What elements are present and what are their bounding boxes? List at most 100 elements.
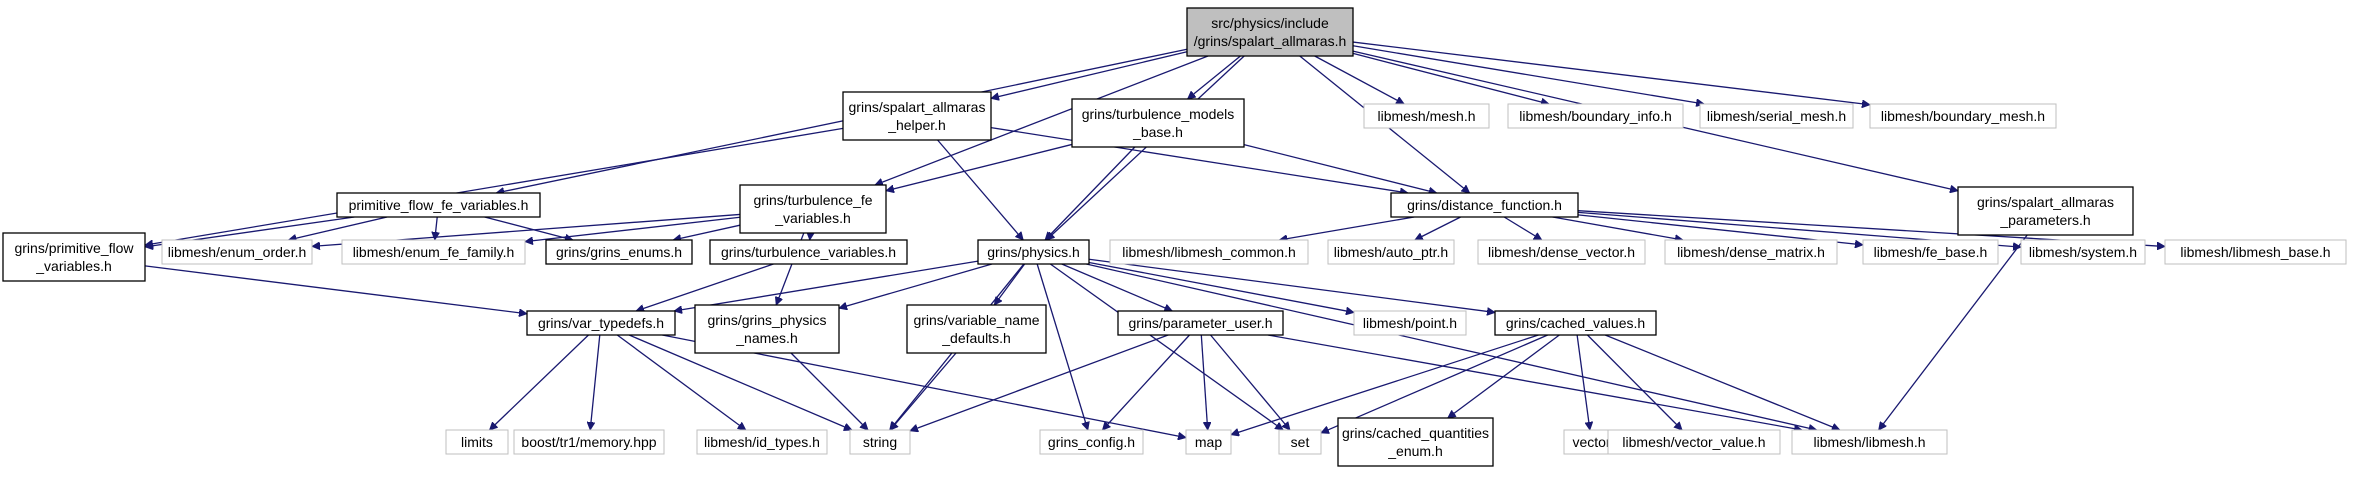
edge-physics-to-var_typedefs	[674, 260, 979, 311]
node-label-line: libmesh/libmesh.h	[1813, 434, 1925, 450]
node-label-line: libmesh/system.h	[2029, 244, 2137, 260]
edge-turb_fe-to-grins_enums	[673, 224, 741, 240]
edge-cached_values-to-cached_quantities	[1448, 334, 1560, 418]
node-label-line: grins/distance_function.h	[1407, 197, 1562, 213]
node-box	[1071, 98, 1245, 148]
node-label-line: libmesh/dense_matrix.h	[1677, 244, 1825, 260]
node-label-line: libmesh/enum_fe_family.h	[353, 244, 515, 260]
edge-sa_helper-to-distance_function	[990, 126, 1408, 193]
node-label-line: _enum.h	[1387, 443, 1442, 459]
node-label-line: libmesh/libmesh_common.h	[1122, 244, 1296, 260]
node-label-line: grins/variable_name	[913, 312, 1039, 328]
node-label-line: grins/grins_enums.h	[556, 244, 682, 260]
node-box	[977, 239, 1090, 265]
node-libmesh-libmesh-h: libmesh/libmesh.h	[1791, 429, 1948, 455]
node-grins-turbulence-variables-h[interactable]: grins/turbulence_variables.h	[709, 239, 908, 265]
edge-physics-to-var_name_defaults	[994, 263, 1026, 305]
edge-parameter_user-to-string	[910, 334, 1169, 431]
node-label-line: string	[863, 434, 897, 450]
node-box	[1664, 239, 1838, 265]
node-grins-parameter-user-h[interactable]: grins/parameter_user.h	[1117, 310, 1284, 336]
node-grins-turbulence-models-base-h[interactable]: grins/turbulence_models_base.h	[1071, 98, 1245, 148]
node-box	[2020, 239, 2146, 265]
node-label-line: boost/tr1/memory.hpp	[521, 434, 656, 450]
node-label-line: grins/var_typedefs.h	[538, 315, 664, 331]
node-label-line: _variables.h	[774, 210, 851, 226]
node-box	[1507, 103, 1684, 129]
edge-root-to-serial_mesh	[1352, 45, 1704, 104]
edge-physics_names-to-string	[790, 352, 868, 430]
edge-distance_function-to-dense_vector	[1503, 216, 1542, 241]
node-box	[161, 239, 313, 265]
node-grins-cached-quantities-enum-h[interactable]: grins/cached_quantities_enum.h	[1337, 417, 1494, 467]
edge-prim_flow_fe-to-enum_fe_family	[435, 216, 437, 240]
node-grins-distance-function-h[interactable]: grins/distance_function.h	[1390, 192, 1579, 218]
node-label-line: libmesh/libmesh_base.h	[2180, 244, 2330, 260]
node-grins-var-typedefs-h[interactable]: grins/var_typedefs.h	[526, 310, 676, 336]
node-grins-spalart-allmaras-parameters-h[interactable]: grins/spalart_allmaras_parameters.h	[1957, 186, 2134, 236]
node-libmesh-fe-base-h: libmesh/fe_base.h	[1862, 239, 1999, 265]
node-label-line: grins/spalart_allmaras	[1977, 194, 2114, 210]
node-label-line: grins/cached_values.h	[1506, 315, 1645, 331]
node-libmesh-point-h: libmesh/point.h	[1353, 310, 1467, 336]
node-label-line: libmesh/enum_order.h	[168, 244, 307, 260]
node-label-line: vector	[1572, 434, 1610, 450]
node-grins-physics-h[interactable]: grins/physics.h	[977, 239, 1090, 265]
node-box	[849, 429, 911, 455]
node-label-line: libmesh/dense_vector.h	[1488, 244, 1635, 260]
edge-prim_flow_fe-to-enum_order	[288, 216, 388, 240]
node-label-line: limits	[461, 434, 493, 450]
edge-sa_helper-to-physics	[937, 139, 1024, 240]
node-label-line: libmesh/fe_base.h	[1874, 244, 1988, 260]
node-boost-tr1-memory-hpp: boost/tr1/memory.hpp	[513, 429, 665, 455]
edge-turb_vars-to-var_typedefs	[636, 263, 774, 311]
node-label-line: grins/turbulence_fe	[753, 192, 872, 208]
edge-root-to-turb_models_base	[1188, 55, 1241, 99]
node-libmesh-mesh-h: libmesh/mesh.h	[1363, 103, 1490, 129]
node-grins-grins-enums-h[interactable]: grins/grins_enums.h	[545, 239, 693, 265]
node-box	[1494, 310, 1657, 336]
node-label-line: libmesh/point.h	[1363, 315, 1457, 331]
node-box	[709, 239, 908, 265]
edge-parameter_user-to-set	[1210, 334, 1290, 430]
node-box	[1039, 429, 1144, 455]
edge-var_typedefs-to-id_types	[616, 334, 746, 430]
edge-sa_params-to-libmesh_h	[1879, 234, 2028, 430]
node-src-physics-include-grins-spalart-allmaras-h[interactable]: src/physics/include/grins/spalart_allmar…	[1186, 7, 1354, 57]
node-grins-cached-values-h[interactable]: grins/cached_values.h	[1494, 310, 1657, 336]
node-box	[1278, 429, 1322, 455]
edge-turb_models_base-to-turb_fe	[886, 143, 1073, 190]
edge-var_name_defaults-to-string	[890, 352, 957, 430]
edge-turb_models_base-to-physics	[1045, 146, 1136, 240]
node-box	[341, 239, 526, 265]
node-primitive-flow-fe-variables-h[interactable]: primitive_flow_fe_variables.h	[336, 192, 541, 218]
node-grins-variable-name-defaults-h[interactable]: grins/variable_name_defaults.h	[906, 304, 1047, 354]
node-libmesh-boundary-info-h: libmesh/boundary_info.h	[1507, 103, 1684, 129]
node-grins-spalart-allmaras-helper-h[interactable]: grins/spalart_allmaras_helper.h	[842, 91, 992, 141]
node-label-line: grins/physics.h	[987, 244, 1080, 260]
node-box	[1117, 310, 1284, 336]
node-libmesh-dense-vector-h: libmesh/dense_vector.h	[1477, 239, 1646, 265]
edge-parameter_user-to-libmesh_h	[1267, 334, 1802, 430]
node-string: string	[849, 429, 911, 455]
node-label-line: _variables.h	[35, 258, 112, 274]
node-label-line: grins/turbulence_variables.h	[721, 244, 896, 260]
node-grins-turbulence-fe-variables-h[interactable]: grins/turbulence_fe _variables.h	[739, 184, 887, 234]
node-grins-grins-physics-names-h[interactable]: grins/grins_physics_names.h	[694, 304, 840, 354]
edge-turb_models_base-to-distance_function	[1243, 143, 1437, 193]
edge-var_typedefs-to-memory	[590, 334, 601, 430]
node-libmesh-dense-matrix-h: libmesh/dense_matrix.h	[1664, 239, 1838, 265]
node-box	[842, 91, 992, 141]
node-box	[696, 429, 828, 455]
node-box	[694, 304, 840, 354]
node-box	[336, 192, 541, 218]
node-grins-primitive-flow-variables-h[interactable]: grins/primitive_flow_variables.h	[2, 232, 146, 282]
node-libmesh-id-types-h: libmesh/id_types.h	[696, 429, 828, 455]
node-label-line: _names.h	[735, 330, 797, 346]
edge-prim_flow_fe-to-grins_enums	[484, 216, 573, 240]
node-box	[1699, 103, 1854, 129]
edge-distance_function-to-auto_ptr	[1415, 216, 1461, 241]
node-box	[1862, 239, 1999, 265]
node-label-line: set	[1291, 434, 1310, 450]
